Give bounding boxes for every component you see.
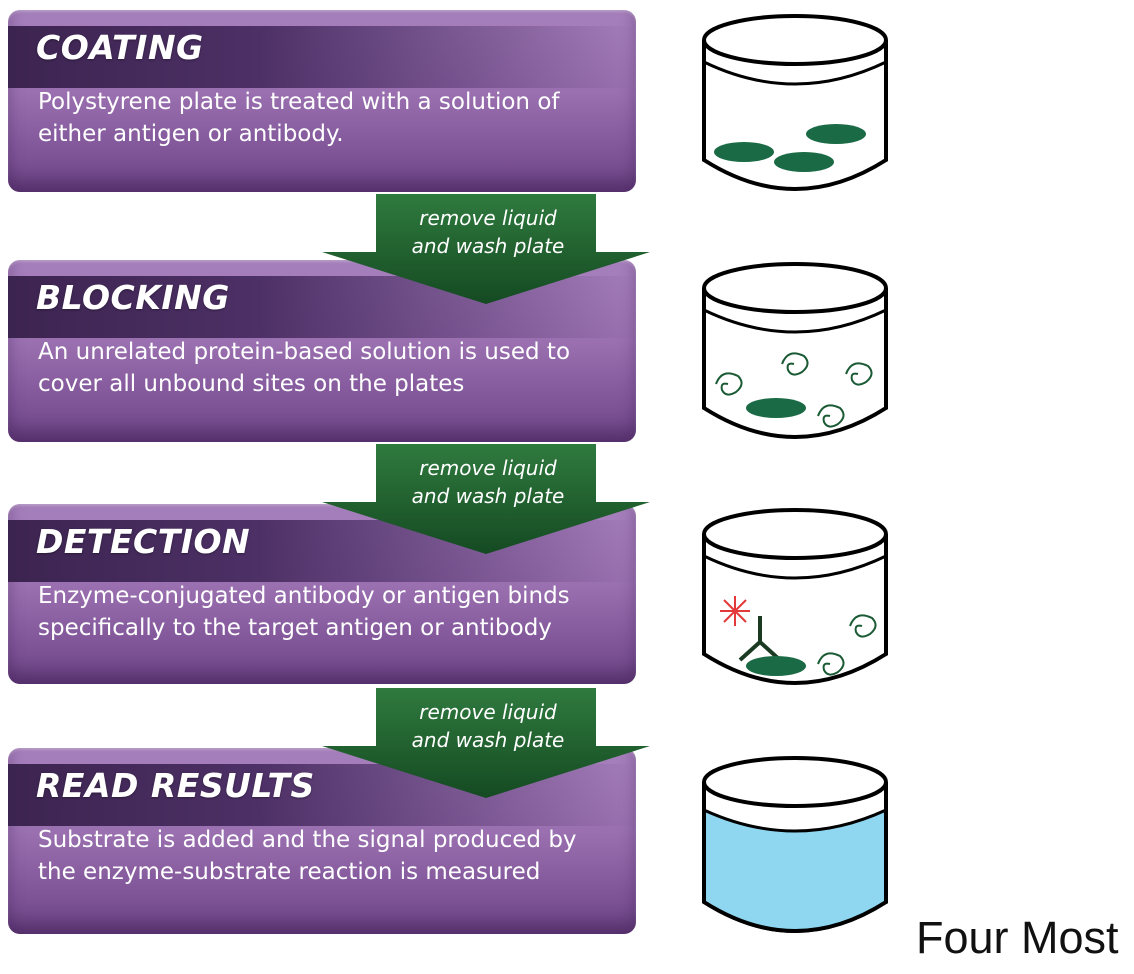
down-arrow-icon <box>322 194 650 304</box>
step-title: COATING <box>36 28 204 67</box>
arrow-label-line2: and wash plate <box>411 728 565 752</box>
plate-read-results-icon <box>702 756 888 933</box>
down-arrow-icon <box>322 688 650 798</box>
wash-arrow-1: remove liquid and wash plate <box>322 194 650 304</box>
wash-arrow-2: remove liquid and wash plate <box>322 444 650 554</box>
arrow-label-line1: remove liquid <box>419 456 557 480</box>
plate-coating-icon <box>702 14 888 191</box>
step-description: Polystyrene plate is treated with a solu… <box>38 89 560 147</box>
step-blocking-box: BLOCKING An unrelated protein-based solu… <box>8 260 636 442</box>
step-read-results-box: READ RESULTS Substrate is added and the … <box>8 748 636 934</box>
arrow-label-line2: and wash plate <box>411 484 565 508</box>
arrow-label-line1: remove liquid <box>419 700 557 724</box>
plate-blocking-icon <box>702 262 888 439</box>
step-description: An unrelated protein-based solution is u… <box>38 339 571 397</box>
step-title: BLOCKING <box>36 278 230 317</box>
caption-text: Four Most <box>916 912 1119 963</box>
down-arrow-icon <box>322 444 650 554</box>
arrow-label-line2: and wash plate <box>411 234 565 258</box>
arrow-label: remove liquid and wash plate <box>398 454 578 510</box>
arrow-label: remove liquid and wash plate <box>398 698 578 754</box>
wash-arrow-3: remove liquid and wash plate <box>322 688 650 798</box>
step-title-band <box>8 26 636 88</box>
step-coating-box: COATING Polystyrene plate is treated wit… <box>8 10 636 192</box>
plate-detection-icon <box>702 508 888 685</box>
step-description: Enzyme-conjugated antibody or antigen bi… <box>38 583 570 641</box>
arrow-label: remove liquid and wash plate <box>398 204 578 260</box>
step-title: READ RESULTS <box>36 766 315 805</box>
arrow-label-line1: remove liquid <box>419 206 557 230</box>
step-description: Substrate is added and the signal produc… <box>38 827 577 885</box>
step-title: DETECTION <box>36 522 251 561</box>
